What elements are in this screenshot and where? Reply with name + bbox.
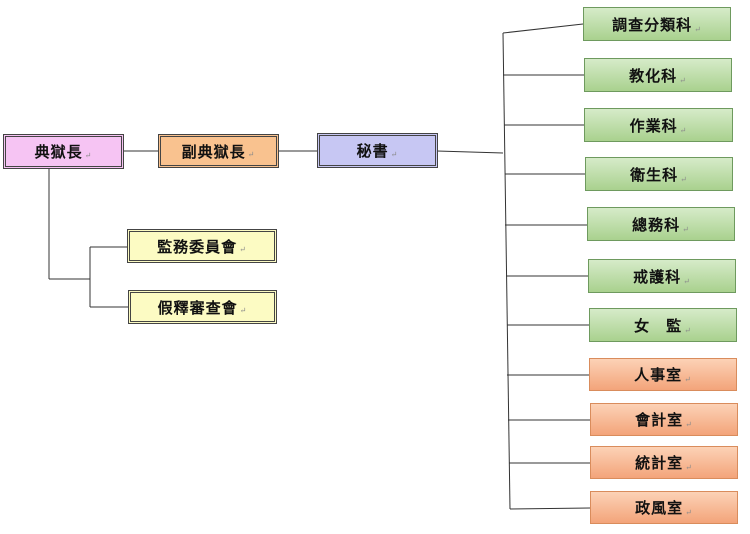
committee-box: 假釋審查會↵	[128, 290, 277, 324]
paragraph-mark: ↵	[680, 175, 688, 184]
paragraph-mark: ↵	[84, 151, 93, 160]
section-label: 女 監	[634, 316, 683, 335]
section-label: 教化科	[629, 66, 678, 85]
committee-label: 假釋審查會	[157, 298, 238, 317]
paragraph-mark: ↵	[247, 150, 256, 159]
section-label: 衛生科	[630, 165, 679, 184]
office-label: 會計室	[635, 411, 684, 429]
section-box: 女 監↵	[589, 308, 737, 342]
office-box: 統計室↵	[590, 446, 738, 479]
connector-secretary-units	[436, 150, 504, 154]
office-box: 人事室↵	[589, 358, 737, 391]
section-box: 調查分類科↵	[583, 7, 731, 41]
paragraph-mark: ↵	[685, 420, 693, 429]
paragraph-mark: ↵	[239, 306, 248, 315]
connector-unit-11	[509, 507, 591, 510]
secretary-label: 秘書	[356, 142, 389, 160]
paragraph-mark: ↵	[679, 126, 688, 135]
paragraph-mark: ↵	[684, 375, 692, 384]
paragraph-mark: ↵	[239, 245, 247, 254]
paragraph-mark: ↵	[679, 76, 687, 85]
committee-box: 監務委員會↵	[127, 229, 277, 263]
paragraph-mark: ↵	[685, 508, 693, 517]
paragraph-mark: ↵	[685, 463, 693, 472]
section-box: 戒護科↵	[588, 259, 736, 293]
warden-label: 典獄長	[34, 143, 83, 161]
connector-unit-1	[502, 23, 584, 34]
section-label: 戒護科	[633, 267, 682, 286]
office-label: 政風室	[635, 499, 684, 517]
section-box: 衛生科↵	[585, 157, 733, 191]
section-label: 調查分類科	[612, 15, 693, 34]
office-box: 政風室↵	[590, 491, 738, 524]
section-box: 總務科↵	[587, 207, 735, 241]
deputy-warden-box: 副典獄長↵	[158, 134, 279, 168]
paragraph-mark: ↵	[682, 225, 690, 234]
paragraph-mark: ↵	[683, 277, 691, 286]
section-label: 作業科	[629, 116, 678, 135]
office-label: 統計室	[635, 454, 684, 472]
paragraph-mark: ↵	[694, 25, 702, 34]
committee-label: 監務委員會	[157, 237, 238, 256]
warden-box: 典獄長↵	[3, 134, 124, 169]
secretary-box: 秘書↵	[317, 133, 438, 168]
section-label: 總務科	[632, 215, 681, 234]
connector-units-spine	[502, 32, 511, 510]
paragraph-mark: ↵	[684, 326, 692, 335]
office-label: 人事室	[634, 366, 683, 384]
section-box: 作業科↵	[584, 108, 733, 142]
section-box: 教化科↵	[584, 58, 732, 92]
deputy-warden-label: 副典獄長	[181, 142, 246, 161]
office-box: 會計室↵	[590, 403, 738, 436]
paragraph-mark: ↵	[390, 150, 399, 159]
